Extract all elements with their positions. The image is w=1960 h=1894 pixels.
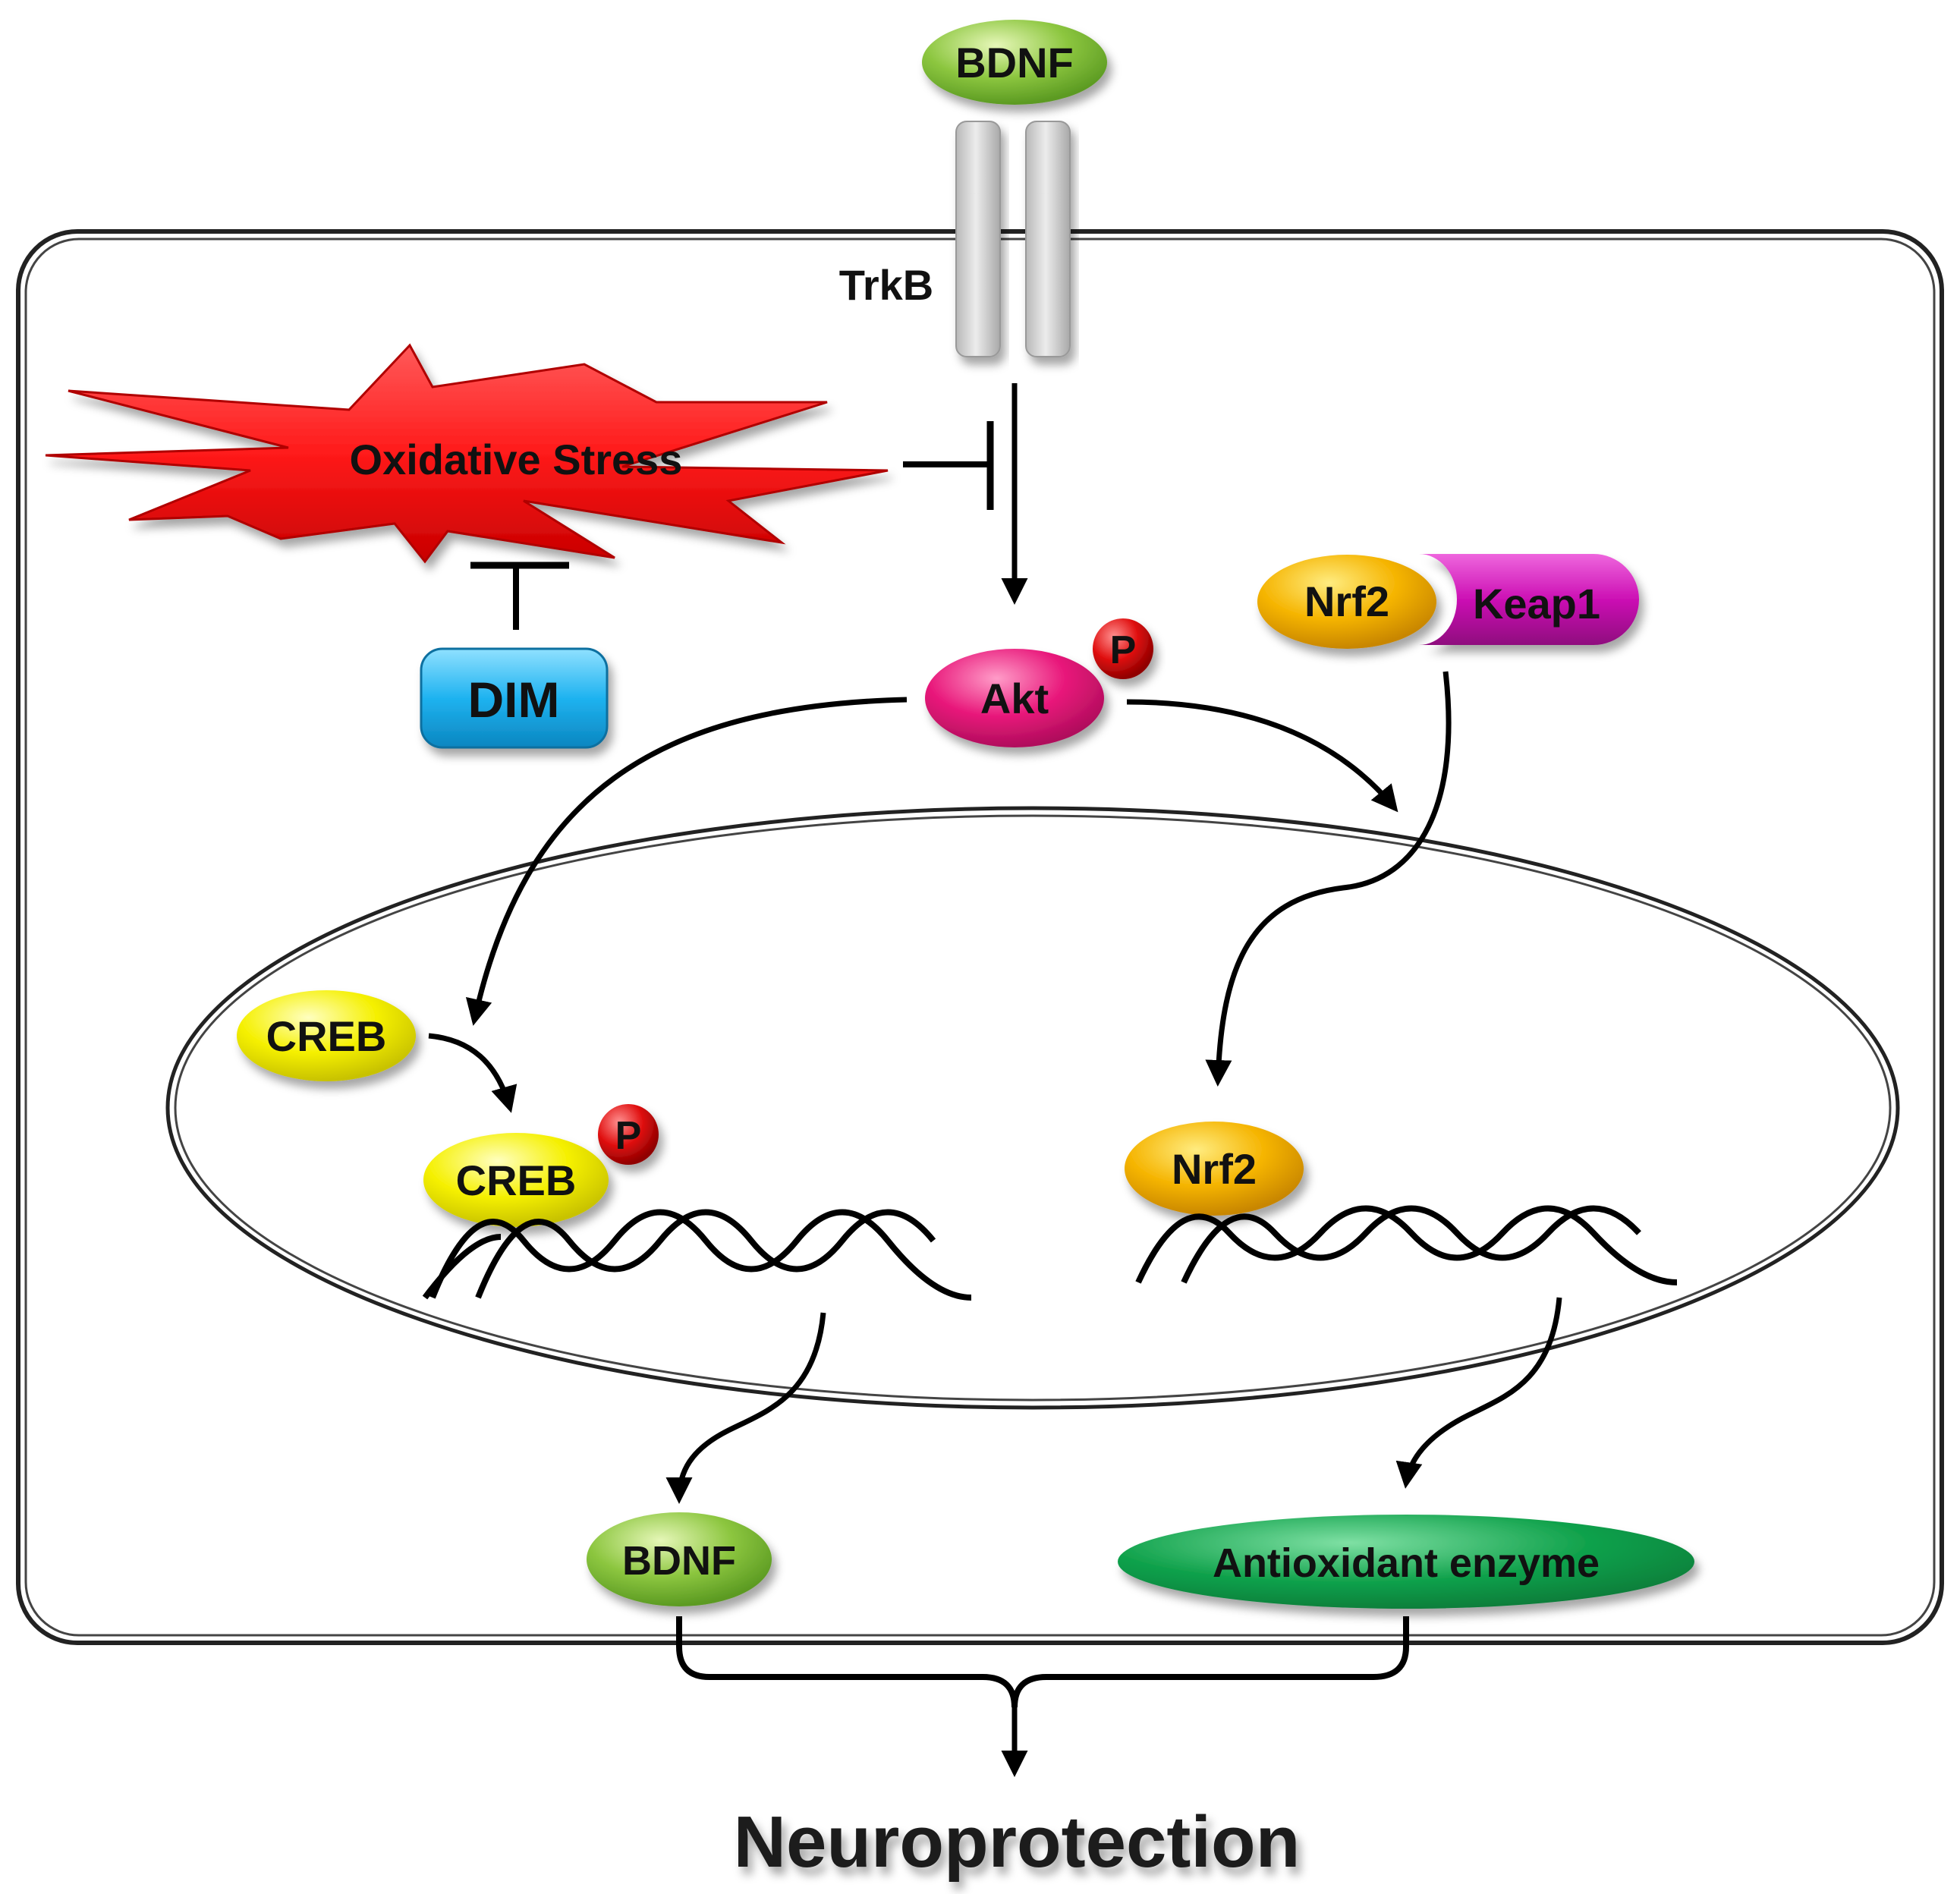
- nrf2-nuc-label: Nrf2: [1172, 1145, 1257, 1193]
- trkb-label: TrkB: [839, 261, 934, 309]
- creb-oval: [237, 990, 416, 1081]
- creb-label: CREB: [266, 1012, 387, 1060]
- convergence-bracket: [676, 1616, 1409, 1708]
- bdnf-top-label: BDNF: [955, 39, 1074, 87]
- arrow-dna-to-antioxidant: [1395, 1297, 1562, 1489]
- nrf2-cyto-label: Nrf2: [1304, 577, 1389, 625]
- arrow-nrf2-translocation: [1205, 671, 1452, 1087]
- arrow-creb-to-pcreb: [428, 1033, 518, 1113]
- bdnf-top-oval: [922, 20, 1107, 105]
- antioxidant-label: Antioxidant enzyme: [1213, 1540, 1600, 1586]
- arrow-akt-to-creb: [465, 697, 908, 1026]
- arrow-dna-to-bdnf: [665, 1312, 826, 1504]
- dna-helix-right: [1135, 1205, 1678, 1285]
- keap1-pill: [1419, 554, 1639, 645]
- akt-phospho-label: P: [1110, 628, 1137, 672]
- dim-box: [420, 647, 609, 749]
- antioxidant-oval: [1118, 1515, 1694, 1609]
- nucleus-inner: [174, 814, 1892, 1402]
- akt-label: Akt: [980, 675, 1049, 722]
- trkb-receptor: [955, 121, 1071, 357]
- dim-label: DIM: [468, 672, 560, 728]
- pcreb-phospho-label: P: [615, 1114, 642, 1158]
- akt-phospho-badge: [1093, 618, 1153, 679]
- pcreb-phospho-badge: [598, 1104, 659, 1165]
- akt-oval: [925, 649, 1104, 747]
- nrf2-nuc-oval: [1125, 1122, 1304, 1216]
- pcreb-oval: [423, 1133, 609, 1227]
- nrf2-cyto-oval: [1257, 555, 1436, 649]
- pcreb-label: CREB: [456, 1156, 577, 1204]
- keap1-label: Keap1: [1473, 580, 1600, 628]
- neuroprotection-label: Neuroprotection: [734, 1801, 1301, 1883]
- nucleus-outer: [165, 806, 1900, 1410]
- bdnf-bottom-oval: [587, 1512, 772, 1606]
- dna-helix-left: [422, 1209, 972, 1301]
- arrow-akt-to-nrf2: [1126, 699, 1398, 813]
- oxidative-stress-label: Oxidative Stress: [350, 436, 683, 483]
- oxidative-stress-starburst: [45, 343, 889, 564]
- bdnf-bottom-label: BDNF: [622, 1538, 736, 1584]
